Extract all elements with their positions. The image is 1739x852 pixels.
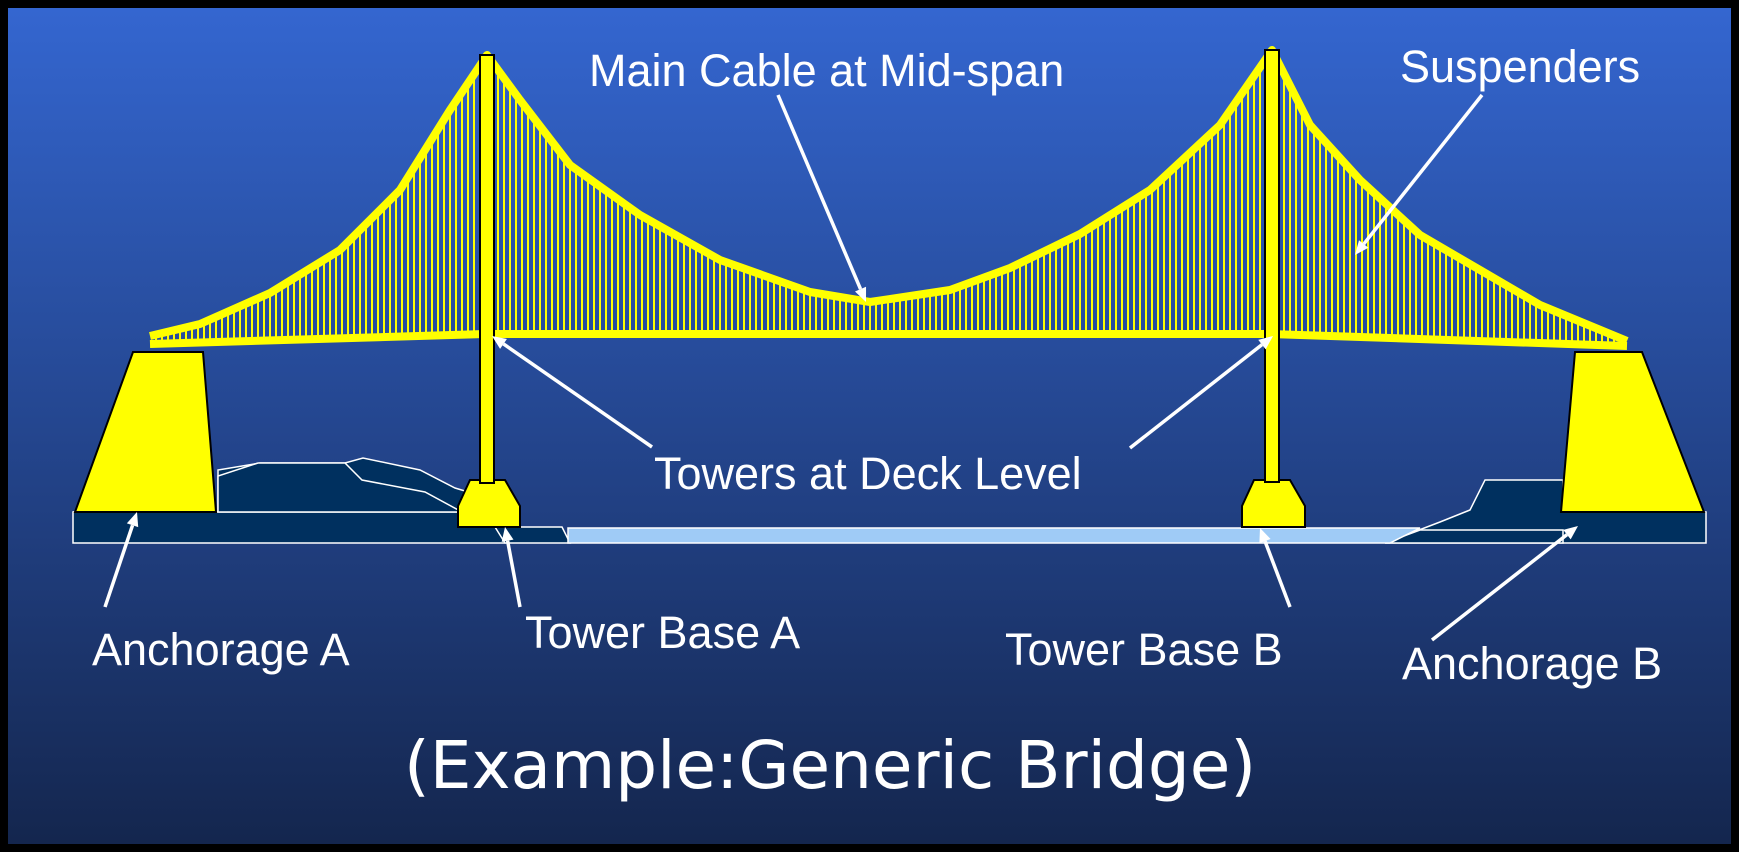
arrow-tower-base-b-line	[1263, 540, 1292, 608]
label-main-cable: Main Cable at Mid-span	[589, 45, 1065, 96]
tower-footing-b	[1241, 479, 1306, 528]
label-towers-deck: Towers at Deck Level	[654, 448, 1082, 499]
arrow-anchorage-b	[1430, 526, 1578, 642]
callout-arrows	[103, 93, 1578, 642]
arrow-anchorage-a-line	[103, 524, 135, 608]
arrow-anchorage-a-head	[126, 512, 139, 528]
tower-b	[1264, 49, 1280, 483]
arrow-tower-base-b	[1259, 528, 1292, 608]
arrow-towers-deck-a	[492, 336, 653, 449]
tower-a	[479, 54, 495, 484]
arrow-towers-deck-b-head	[1258, 336, 1273, 350]
label-anchorage-b: Anchorage B	[1402, 638, 1663, 689]
arrow-anchorage-b-line	[1430, 533, 1569, 642]
arrow-towers-deck-a-head	[492, 336, 507, 349]
anchorage-a	[73, 351, 218, 513]
arrow-tower-base-a-head	[501, 527, 514, 542]
arrow-suspenders-line	[1362, 93, 1484, 246]
arrow-main-cable-head	[855, 286, 867, 302]
arrow-main-cable	[776, 94, 867, 302]
bridge-deck	[149, 330, 1628, 350]
ground-base-left	[72, 511, 506, 544]
label-anchorage-a: Anchorage A	[92, 624, 350, 675]
arrow-anchorage-b-head	[1563, 526, 1578, 540]
ground-hill-left	[217, 462, 463, 513]
arrow-towers-deck-b-line	[1128, 343, 1264, 450]
arrow-anchorage-a	[103, 512, 139, 608]
arrow-towers-deck-b	[1128, 336, 1273, 450]
label-suspenders: Suspenders	[1400, 41, 1641, 92]
arrow-main-cable-line	[776, 94, 863, 290]
anchorage-b	[1559, 351, 1706, 513]
ground-shelf-a	[493, 526, 572, 544]
label-tower-base-b: Tower Base B	[1005, 624, 1283, 675]
suspender-group	[155, 67, 1621, 346]
label-tower-base-a: Tower Base A	[525, 607, 801, 658]
arrow-tower-base-b-head	[1259, 528, 1271, 544]
arrow-towers-deck-a-line	[502, 342, 653, 449]
water-channel	[567, 527, 1421, 544]
arrow-suspenders	[1355, 93, 1484, 255]
arrow-tower-base-a	[501, 527, 522, 608]
diagram-caption: (Example:Generic Bridge)	[404, 727, 1257, 804]
slide-panel	[8, 8, 1731, 844]
tower-footing-a	[457, 479, 521, 528]
arrow-tower-base-a-line	[505, 540, 522, 608]
main-cable	[149, 46, 1629, 345]
arrow-suspenders-head	[1355, 240, 1369, 255]
